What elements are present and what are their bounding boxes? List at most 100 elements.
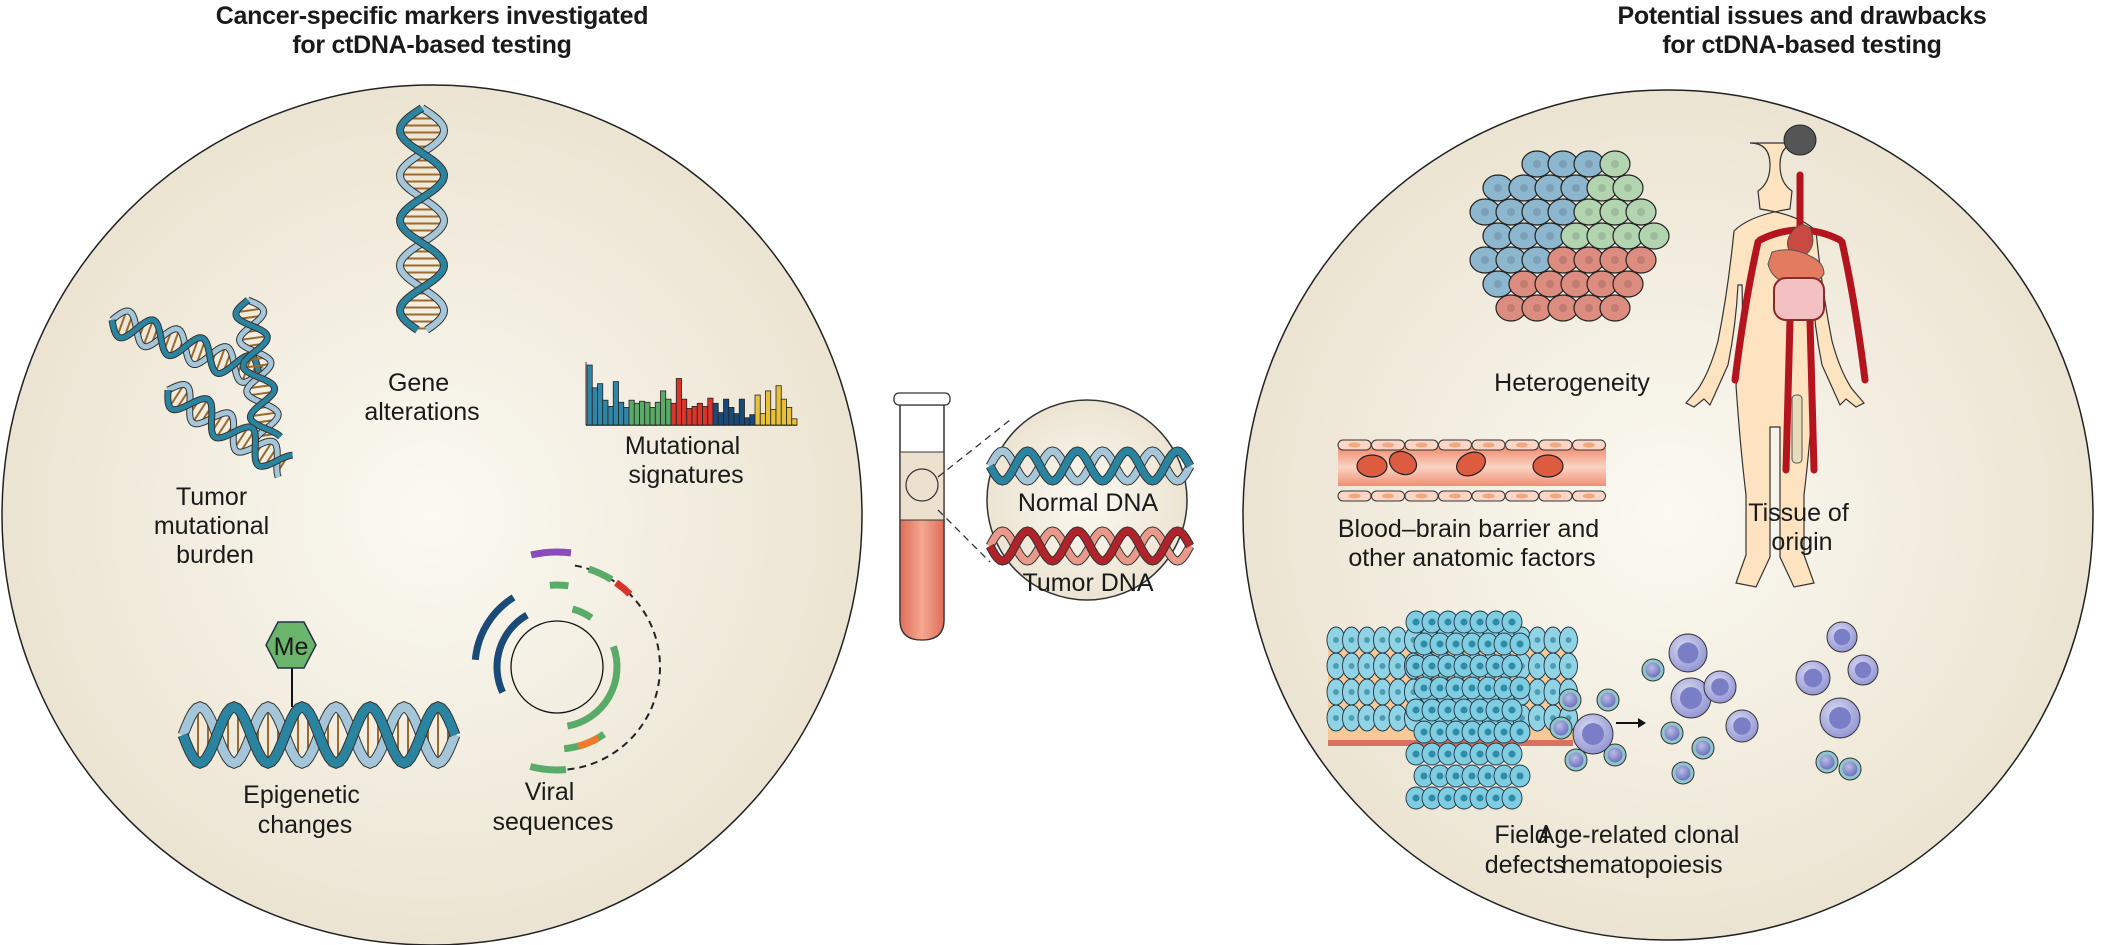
signature-bar (602, 399, 609, 426)
cell-nucleus (1550, 689, 1556, 695)
base-pair (239, 335, 268, 342)
cell-nucleus (1520, 232, 1528, 240)
tumor-cell (1625, 246, 1657, 274)
liver-icon (1767, 249, 1825, 286)
cell-nucleus (1500, 640, 1508, 648)
viral-segment-arc (471, 594, 516, 661)
cell-nucleus (1436, 640, 1444, 648)
cell-nucleus (1468, 728, 1476, 736)
viral-segment-arc (529, 763, 567, 774)
mutational-signatures-label: Mutational signatures (625, 432, 747, 489)
normal-dna-helix-icon (986, 446, 1194, 486)
heterogeneity-label: Heterogeneity (1494, 369, 1650, 397)
cell-nucleus (1395, 689, 1401, 695)
cell-nucleus (1395, 663, 1401, 669)
endothelial-nucleus (1583, 493, 1595, 499)
helix (164, 380, 293, 479)
cell-nucleus (1516, 728, 1524, 736)
normal-blood-cell-nucleus (1695, 740, 1711, 756)
viral-sequences-label: Viral sequences (493, 778, 614, 836)
strand-dark (233, 298, 283, 439)
cell-nucleus (1650, 232, 1658, 240)
signature-bar (639, 400, 646, 426)
signature-bar (775, 385, 782, 426)
right-title-line1: Potential issues and drawbacks (1617, 2, 1987, 30)
cell-nucleus (1516, 772, 1524, 780)
tumor-dna-label: Tumor DNA (1022, 569, 1153, 597)
endothelial-nucleus (1583, 442, 1595, 448)
cell-nucleus (1516, 640, 1524, 648)
cell-nucleus (1534, 663, 1541, 669)
signature-bar (649, 407, 656, 426)
clonal-nucleus (1677, 642, 1699, 664)
cell-nucleus (1364, 689, 1370, 695)
endothelial-nucleus (1415, 442, 1428, 448)
body-outline (1685, 142, 1865, 588)
cell-nucleus (1500, 684, 1508, 692)
dna-helix-icon (395, 104, 449, 334)
cell-nucleus (1492, 794, 1500, 802)
left-panel-circle (1, 84, 863, 945)
cell-nucleus (1550, 637, 1556, 643)
signature-bar (654, 401, 661, 426)
viral-genome-core (510, 620, 604, 714)
cell-nucleus (1624, 184, 1632, 192)
plasma-layer (900, 452, 944, 520)
base-pair (168, 383, 185, 408)
endothelial-nucleus (1482, 442, 1495, 448)
cell-nucleus (1333, 689, 1339, 695)
helix (986, 526, 1194, 566)
tumor-cell (1612, 270, 1644, 298)
signature-bar (707, 397, 714, 426)
signature-bar (644, 401, 651, 426)
cell-nucleus (1333, 715, 1339, 721)
endothelial-nucleus (1415, 493, 1428, 499)
cell-nucleus (1379, 689, 1386, 695)
heterogeneous-tumor-cells-icon (1469, 150, 1670, 322)
cell-nucleus (1508, 706, 1516, 714)
signature-bar (675, 378, 682, 426)
tumor-cell (1599, 294, 1631, 322)
methylated-dna-icon: Me (177, 621, 461, 769)
tumor-dna-helix-icon (986, 526, 1194, 566)
clonal-hematopoiesis-label: Age-related clonal hematopoiesis (1538, 821, 1746, 879)
clonal-nucleus (1582, 723, 1604, 745)
helix (395, 104, 449, 334)
cell-nucleus (1611, 304, 1619, 312)
cell-nucleus (1598, 184, 1606, 192)
cell-nucleus (1585, 208, 1593, 216)
signature-bar (691, 405, 698, 426)
normal-blood-cell-nucleus (1568, 752, 1584, 768)
intestines-icon (1773, 277, 1825, 321)
cell-nucleus (1492, 662, 1500, 670)
blood-vessel-icon (1337, 439, 1606, 502)
center-sample: Normal DNA Tumor DNA (893, 392, 1194, 641)
tumor-mutational-burden-label: Tumor mutational burden (154, 483, 276, 569)
base-pair (142, 319, 154, 347)
clonal-expansion-cells-icon (1549, 621, 1879, 785)
cell-nucleus (1520, 184, 1528, 192)
base-pair (168, 329, 181, 357)
cell-nucleus (1507, 304, 1515, 312)
signature-bar (712, 402, 719, 426)
cell-nucleus (1565, 637, 1572, 643)
cell-nucleus (1333, 663, 1339, 669)
cell-nucleus (1637, 256, 1645, 264)
cell-nucleus (1624, 232, 1632, 240)
cell-nucleus (1452, 640, 1460, 648)
cell-nucleus (1452, 728, 1460, 736)
methyl-badge: Me (274, 633, 309, 661)
tumor-cell (1599, 150, 1631, 178)
endothelial-nucleus (1449, 493, 1461, 499)
strand-light (166, 381, 281, 479)
left-panel: Gene alterations Tumor mutational burden… (1, 84, 863, 945)
normal-blood-cell-nucleus (1842, 761, 1858, 777)
cell-nucleus (1533, 256, 1541, 264)
base-pair (250, 411, 278, 418)
endothelial-nucleus (1348, 442, 1361, 448)
cell-nucleus (1476, 706, 1484, 714)
signature-bar (597, 383, 604, 426)
cell-nucleus (1533, 208, 1541, 216)
strand-dark (986, 527, 1194, 565)
cell-nucleus (1395, 637, 1401, 643)
